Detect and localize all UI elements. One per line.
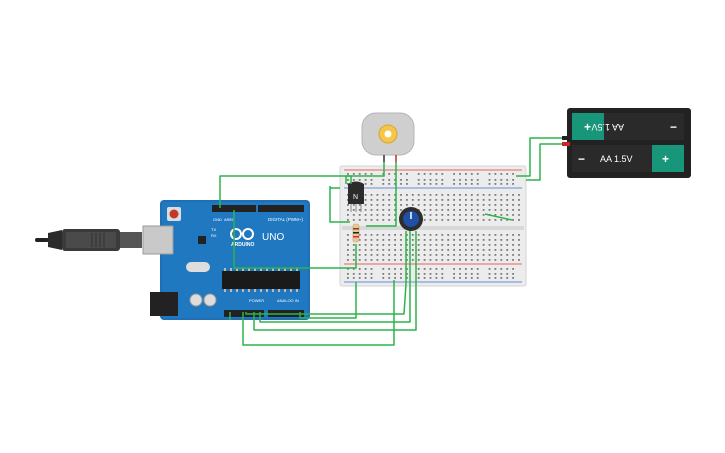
npn-transistor[interactable]: N bbox=[348, 181, 364, 213]
battery-minus-icon: − bbox=[670, 120, 677, 134]
transistor-label: N bbox=[353, 194, 358, 201]
dc-motor[interactable] bbox=[361, 112, 415, 162]
battery-minus-icon: − bbox=[578, 152, 585, 166]
brand-label: ARDUINO bbox=[231, 242, 254, 248]
wire[interactable] bbox=[233, 210, 357, 269]
power-jack[interactable] bbox=[150, 292, 178, 316]
usb-cable[interactable] bbox=[35, 229, 142, 251]
power-header[interactable] bbox=[224, 310, 264, 317]
wire[interactable] bbox=[526, 143, 562, 181]
model-label: UNO bbox=[262, 232, 284, 243]
potentiometer[interactable] bbox=[399, 207, 423, 231]
wire[interactable] bbox=[346, 162, 385, 177]
analog-header-label: ANALOG IN bbox=[277, 298, 299, 303]
capacitor bbox=[189, 293, 203, 307]
resistor[interactable] bbox=[352, 223, 360, 243]
aref-label: AREF bbox=[224, 217, 235, 222]
wire[interactable] bbox=[366, 162, 397, 227]
breadboard-holes[interactable] bbox=[347, 173, 520, 279]
capacitor bbox=[203, 293, 217, 307]
wire[interactable] bbox=[242, 280, 395, 346]
microcontroller-chip bbox=[222, 268, 300, 292]
battery-bottom-label: AA 1.5V bbox=[600, 154, 633, 164]
arduino-uno-board[interactable]: DIGITAL (PWM~) GND AREF TX RX ARDUINO UN… bbox=[142, 200, 310, 320]
wire[interactable] bbox=[329, 186, 350, 223]
arduino-logo-icon bbox=[230, 228, 254, 240]
wire[interactable] bbox=[516, 137, 562, 177]
rx-label: RX bbox=[211, 233, 217, 238]
battery-plus-icon: + bbox=[662, 152, 669, 166]
wire[interactable] bbox=[299, 282, 357, 319]
battery-top-label: AA 1.5V bbox=[591, 122, 624, 132]
power-header-label: POWER bbox=[249, 298, 264, 303]
usb-jack[interactable] bbox=[142, 225, 174, 255]
battery-cell-top[interactable]: + AA 1.5V − bbox=[572, 113, 684, 140]
wire[interactable] bbox=[245, 231, 407, 315]
wires[interactable] bbox=[219, 137, 562, 346]
wire[interactable] bbox=[253, 231, 417, 331]
battery-pack[interactable]: + AA 1.5V − − AA 1.5V + bbox=[562, 108, 691, 178]
wire[interactable] bbox=[484, 213, 513, 221]
wire[interactable] bbox=[219, 175, 352, 208]
breadboard[interactable] bbox=[339, 165, 527, 287]
digital-header[interactable] bbox=[212, 205, 304, 212]
motor-shaft-icon bbox=[384, 130, 392, 138]
digital-header-label: DIGITAL (PWM~) bbox=[268, 217, 303, 222]
wire[interactable] bbox=[259, 231, 411, 323]
tx-label: TX bbox=[211, 227, 216, 232]
gnd-label: GND bbox=[213, 217, 222, 222]
battery-cell-bottom[interactable]: − AA 1.5V + bbox=[572, 145, 684, 172]
battery-plus-icon: + bbox=[584, 120, 591, 134]
